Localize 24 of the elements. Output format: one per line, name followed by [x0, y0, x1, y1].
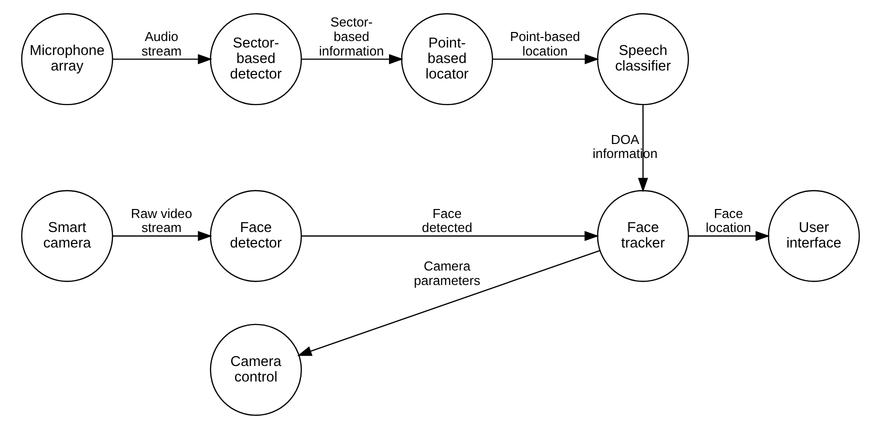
node-circle: Smart camera — [21, 190, 114, 282]
arrow — [302, 230, 599, 241]
arrow — [688, 230, 770, 241]
arrow — [301, 54, 404, 64]
arrow — [638, 104, 648, 192]
arrow — [492, 54, 600, 64]
node-circle: Face tracker — [597, 190, 690, 282]
edge-label: Raw video stream — [130, 205, 192, 235]
edge-label: Face location — [706, 205, 752, 235]
node-circle: Sector-based detector — [210, 12, 302, 105]
arrow — [112, 54, 212, 64]
node-circle: User interface — [768, 190, 860, 282]
node-circle: Face detector — [210, 190, 302, 282]
edge-label: Sector-based information — [319, 14, 384, 58]
node-circle: Microphone array — [21, 12, 114, 105]
node-circle: Speech classifier — [597, 12, 690, 105]
edge-label: Audio stream — [141, 28, 182, 58]
edge-label: Face detected — [422, 205, 472, 235]
edge-label: Point-based location — [510, 28, 580, 58]
edge-label: Camera parameters — [414, 258, 480, 288]
arrow — [297, 250, 600, 356]
arrow — [112, 230, 212, 241]
node-circle: Camera control — [210, 323, 302, 416]
node-circle: Point-based locator — [401, 12, 494, 105]
